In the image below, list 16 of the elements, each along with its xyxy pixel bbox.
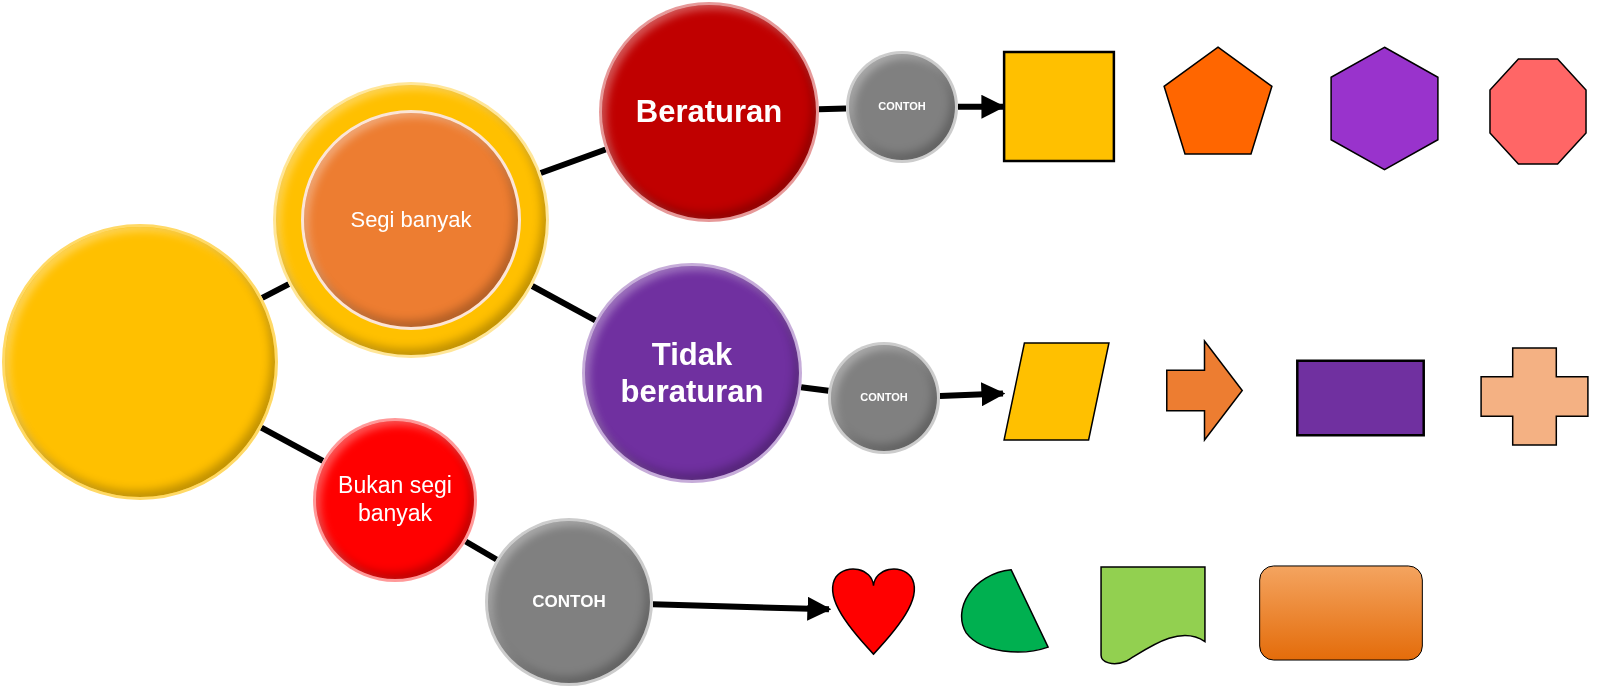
connector-line: [259, 425, 325, 464]
node-label: CONTOH: [860, 391, 908, 405]
node-label: Bukan segi banyak: [337, 472, 453, 528]
connector-line: [800, 384, 829, 394]
node-label: Tidak beraturan: [619, 335, 765, 411]
connector-line: [464, 538, 499, 563]
node-label: CONTOH: [532, 591, 606, 613]
node-label: Beraturan: [635, 93, 783, 131]
connector-line: [818, 105, 847, 113]
arrow: [652, 596, 832, 621]
node-label: CONTOH: [878, 100, 926, 114]
arrow: [939, 382, 1006, 407]
connector-line: [539, 146, 607, 176]
node-label: Segi banyak: [350, 206, 472, 234]
connector-line: [260, 281, 291, 301]
connector-line: [530, 283, 597, 324]
